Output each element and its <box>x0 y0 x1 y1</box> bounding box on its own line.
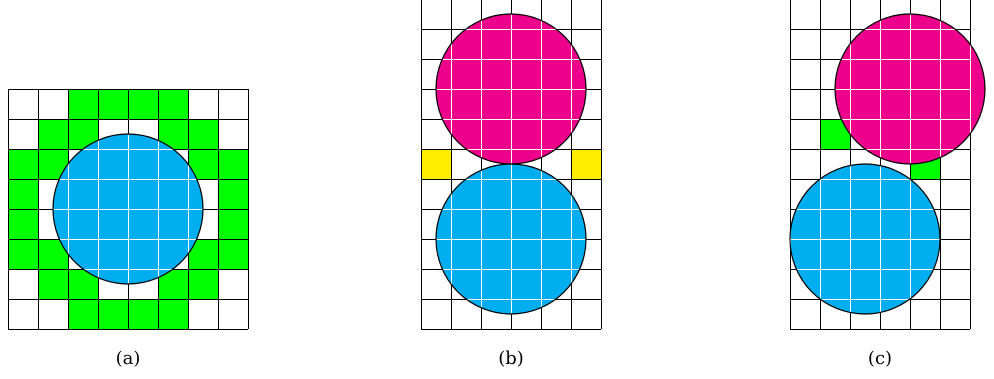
green-cell <box>188 119 218 149</box>
green-cell <box>218 239 248 269</box>
green-cell <box>128 89 158 119</box>
caption-a: (a) <box>115 348 141 369</box>
green-cell <box>128 299 158 329</box>
green-cell <box>8 209 38 239</box>
inner-grid <box>53 134 203 284</box>
green-cell <box>98 89 128 119</box>
green-cell <box>38 269 68 299</box>
green-cell <box>218 209 248 239</box>
blue-circle-outline <box>52 133 204 285</box>
green-cell <box>158 299 188 329</box>
panel-b <box>421 0 602 330</box>
green-cell <box>158 89 188 119</box>
panel-a <box>8 89 249 330</box>
caption-b: (b) <box>498 348 524 369</box>
green-cell <box>98 299 128 329</box>
caption-c: (c) <box>867 348 893 369</box>
green-cell <box>8 149 38 179</box>
green-cell <box>38 119 68 149</box>
blue-circle-outline <box>435 163 587 315</box>
yellow-cell <box>571 149 601 179</box>
magenta-circle-outline <box>834 13 986 165</box>
blue-circle-outline <box>789 163 941 315</box>
panel-c <box>789 0 986 330</box>
green-cell <box>68 299 98 329</box>
green-cell <box>188 269 218 299</box>
green-cell <box>218 179 248 209</box>
green-cell <box>218 149 248 179</box>
green-cell <box>68 89 98 119</box>
green-cell <box>8 239 38 269</box>
green-cell <box>8 179 38 209</box>
yellow-cell <box>421 149 451 179</box>
